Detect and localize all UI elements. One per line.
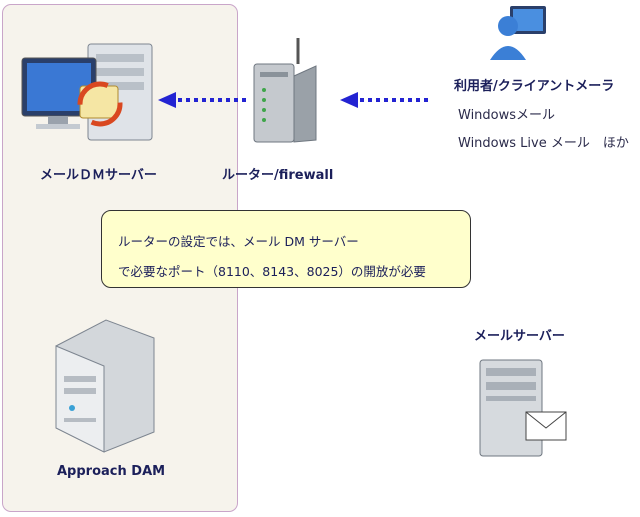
router-label: ルーター/firewall [222, 168, 334, 183]
arrow-client-to-router [340, 92, 428, 108]
approach-dam-server-icon [55, 319, 155, 453]
client-mailer-1: Windowsメール [458, 108, 556, 123]
port-note-line-2: で必要なポート（8110、8143、8025）の開放が必要 [118, 264, 426, 279]
port-note: ルーターの設定では、メール DM サーバー で必要なポート（8110、8143、… [101, 210, 471, 288]
client-label: 利用者/クライアントメーラ [454, 79, 615, 94]
port-note-line-1: ルーターの設定では、メール DM サーバー [118, 234, 359, 249]
dm-server-computer-icon [21, 43, 153, 141]
client-mailer-2: Windows Live メール ほか [458, 136, 629, 151]
mail-server-icon [479, 359, 567, 457]
client-user-icon [490, 6, 546, 60]
arrow-router-to-dm-server [158, 92, 246, 108]
mail-server-label: メールサーバー [474, 329, 565, 344]
router-icon [253, 38, 317, 143]
dm-server-label: メールＤＭサーバー [40, 168, 157, 183]
approach-dam-label: Approach DAM [57, 464, 166, 479]
